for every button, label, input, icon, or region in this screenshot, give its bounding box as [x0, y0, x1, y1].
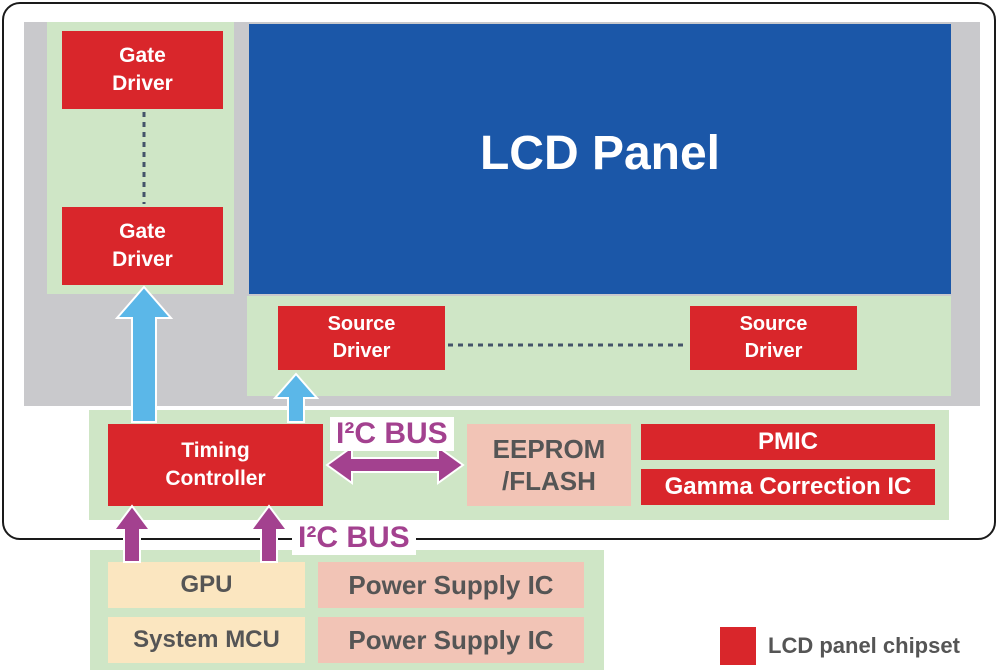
system-mcu: System MCU — [108, 617, 305, 663]
power-supply-ic-2: Power Supply IC — [318, 617, 584, 663]
arrow-gpu-to-tcon — [112, 504, 152, 563]
i2c-bus-label-bottom: I²C BUS — [292, 521, 416, 555]
arrow-tcon-to-source-driver — [272, 372, 320, 423]
gpu: GPU — [108, 562, 305, 608]
pmic: PMIC — [641, 424, 935, 460]
i2c-bus-label-top: I²C BUS — [330, 417, 454, 451]
power-supply-ic-1: Power Supply IC — [318, 562, 584, 608]
gate-driver-bottom: Gate Driver — [62, 207, 223, 285]
gate-driver-top: Gate Driver — [62, 31, 223, 109]
timing-controller: Timing Controller — [108, 424, 323, 506]
i2c-bus-arrow-tcon-eeprom — [325, 445, 465, 485]
arrow-tcon-to-gate-driver — [114, 285, 174, 423]
eeprom-flash: EEPROM /FLASH — [467, 424, 631, 506]
lcd-panel-label: LCD Panel — [479, 126, 721, 180]
source-driver-right: Source Driver — [690, 306, 857, 370]
legend-label: LCD panel chipset — [768, 633, 960, 658]
lcd-panel: LCD Panel — [249, 24, 951, 294]
source-driver-left: Source Driver — [278, 306, 445, 370]
legend-swatch — [720, 627, 756, 665]
arrow-mcu-to-tcon — [249, 504, 289, 563]
gamma-correction-ic: Gamma Correction IC — [641, 469, 935, 505]
